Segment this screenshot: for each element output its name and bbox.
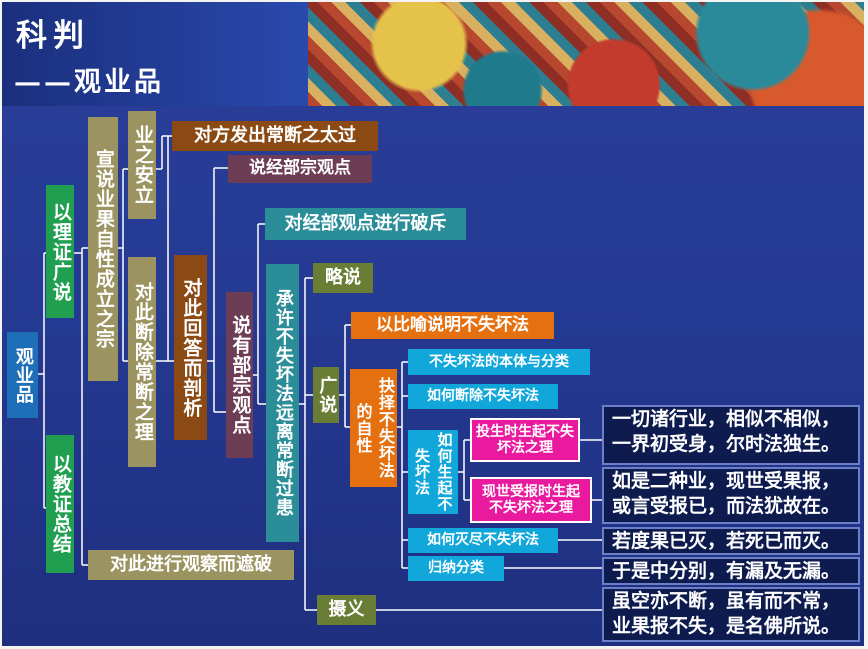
node-guancha: 对此进行观察而遮破 — [88, 550, 294, 580]
node-miejin: 如何灭尽不失坏法 — [408, 528, 558, 553]
node-huida: 对此回答而剖析 — [174, 255, 207, 440]
verse-3: 若度果已灭，若死已而灭。 — [602, 527, 860, 555]
node-lizheng: 以理证广说 — [46, 185, 74, 318]
verse-1-line-1: 一切诸行业，相似不相似， — [612, 408, 841, 430]
verse-4: 于是中分别，有漏及无漏。 — [602, 557, 860, 585]
node-ruhe-qi: 如何生起不失坏法 — [408, 430, 458, 514]
node-jueze: 抉择不失坏法的自性 — [350, 369, 397, 487]
node-yezhianli: 业之安立 — [128, 111, 156, 219]
node-youbu: 说有部宗观点 — [226, 292, 253, 458]
node-pochi: 对经部观点进行破斥 — [265, 208, 466, 240]
node-xianshi: 现世受报时生起不失坏法之理 — [470, 477, 592, 523]
node-toushi: 投生时生起不失坏法之理 — [470, 418, 580, 462]
verse-2-line-1: 如是二种业，现世受果报， — [612, 470, 841, 492]
slide-subtitle: ——观业品 — [14, 67, 164, 98]
node-duifang: 对方发出常断之太过 — [172, 121, 378, 151]
node-benti: 不失坏法的本体与分类 — [408, 349, 590, 375]
title-banner: 科判 ——观业品 — [2, 2, 864, 106]
verse-5: 虽空亦不断，虽有而不常， 业果报不失，是名佛所说。 — [602, 587, 860, 642]
node-lueshuo: 略说 — [313, 263, 373, 293]
node-biyu: 以比喻说明不失坏法 — [351, 312, 554, 339]
node-chengxu: 承许不失坏法远离常断过患 — [266, 264, 299, 542]
verse-1: 一切诸行业，相似不相似， 一界初受身，尔时法独生。 — [602, 405, 860, 465]
node-guina: 归纳分类 — [408, 556, 504, 581]
node-xuanshuo: 宣说业果自性成立之宗 — [88, 117, 118, 381]
verse-5-line-1: 虽空亦不断，虽有而不常， — [612, 590, 841, 612]
verse-5-line-2: 业果报不失，是名佛所说。 — [612, 614, 841, 637]
node-root: 观业品 — [7, 332, 38, 418]
node-duanchu: 如何断除不失坏法 — [408, 384, 558, 409]
slide-title: 科判 — [16, 18, 90, 54]
node-duichi: 对此断除常断之理 — [128, 257, 156, 467]
node-sheyi: 摄义 — [317, 595, 376, 625]
verse-2: 如是二种业，现世受果报， 或言受报已，而法犹故在。 — [602, 467, 860, 524]
verse-2-line-2: 或言受报已，而法犹故在。 — [612, 494, 841, 517]
node-guangshuo: 广说 — [313, 367, 339, 423]
node-jiaozheng: 以教证总结 — [46, 435, 74, 573]
node-jingbu-view: 说经部宗观点 — [228, 155, 372, 183]
thangka-mural-image — [308, 2, 864, 106]
verse-1-line-2: 一界初受身，尔时法独生。 — [612, 432, 841, 455]
